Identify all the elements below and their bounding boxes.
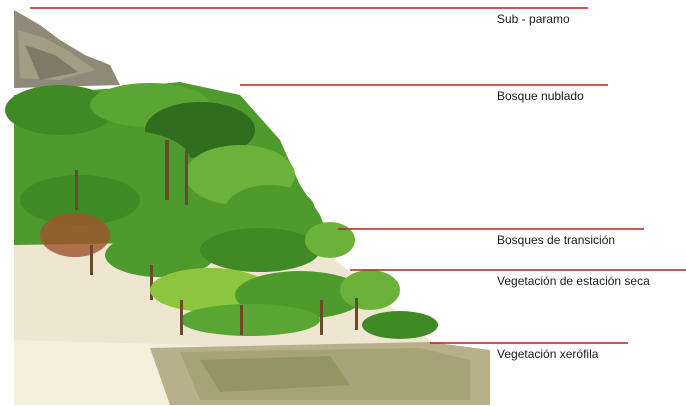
rock-outcrop: [14, 10, 120, 88]
dry-season-vegetation: [150, 268, 438, 339]
label-vegetacion-estacion-seca: Vegetación de estación seca: [497, 274, 650, 288]
label-bosque-nublado: Bosque nublado: [497, 89, 584, 103]
label-vegetacion-xerofila: Vegetación xerófila: [497, 347, 598, 361]
xerophytic-scrub: [150, 342, 490, 405]
label-bosques-transicion: Bosques de transición: [497, 233, 615, 247]
label-sub-paramo: Sub - paramo: [497, 12, 570, 26]
